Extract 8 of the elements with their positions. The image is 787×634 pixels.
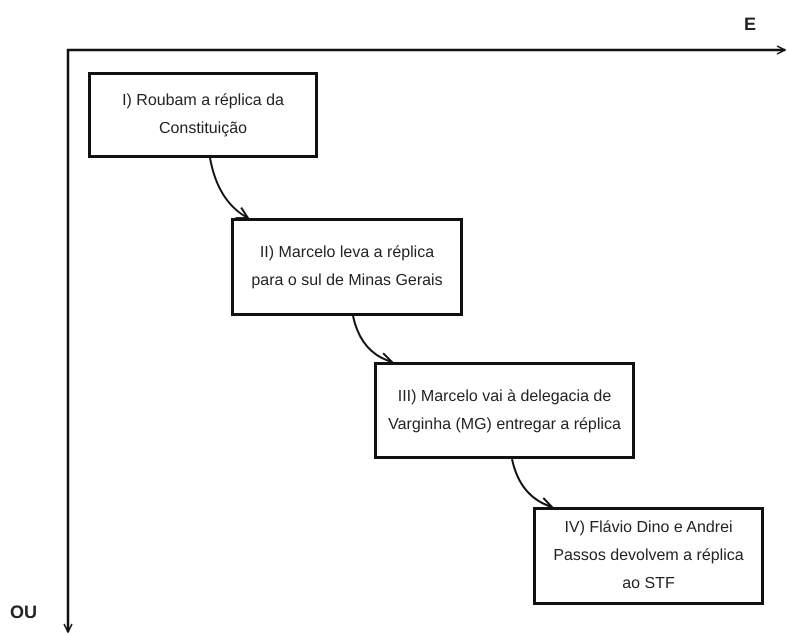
curved-arrow <box>511 458 553 510</box>
axis-label: OU <box>10 601 37 624</box>
axis-label: E <box>744 13 756 36</box>
step-box: IV) Flávio Dino e Andrei Passos devolvem a réplica ao STF <box>533 507 764 605</box>
step-box: I) Roubam a réplica da Constituição <box>88 72 318 158</box>
curved-arrow <box>209 158 249 219</box>
step-box: II) Marcelo leva a réplica para o sul de Minas Gerais <box>231 218 463 316</box>
step-box: III) Marcelo vai à delegacia de Varginha (MG) entregar a réplica <box>374 362 635 459</box>
